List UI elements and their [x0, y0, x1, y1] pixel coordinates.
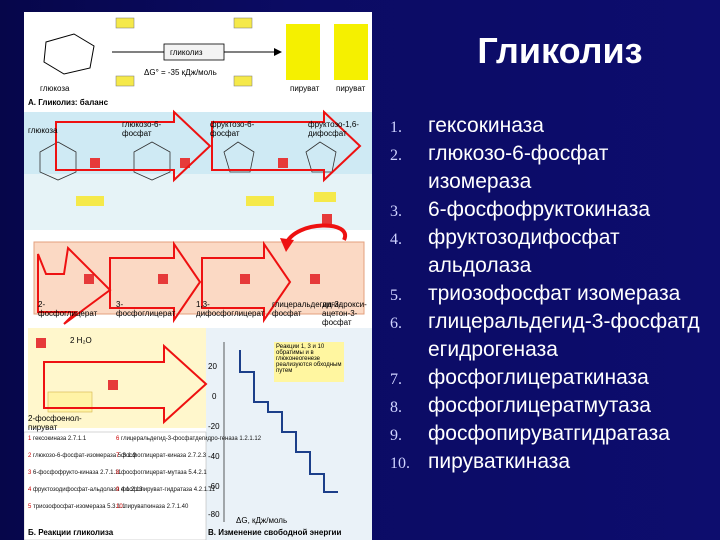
legend-text: гексокиназа 2.7.1.1	[33, 436, 87, 442]
legend-num: 1	[28, 436, 32, 442]
glucose-6p-label: глюкозо-6-фосфат	[122, 120, 162, 138]
energy-text: ΔG° = -35 кДж/моль	[144, 68, 217, 77]
legend-num: 4	[28, 487, 32, 493]
list-item: 4. фруктозодифосфат альдолаза	[390, 224, 710, 280]
y-tick-minus40: -40	[208, 452, 220, 461]
y-tick-minus80: -80	[208, 510, 220, 519]
pyruvate-label-1: пируват	[290, 84, 320, 93]
legend-item: 1 гексокиназа 2.7.1.1	[28, 436, 86, 442]
phosphoglycerate-3-label: 3-фосфоглицерат	[116, 300, 176, 318]
list-number: 3.	[390, 203, 402, 220]
legend-text: фосфоглицерат-киназа 2.7.2.3	[121, 453, 207, 459]
list-text: 6-фосфофруктокиназа	[428, 198, 651, 221]
glucose-top-label: глюкоза	[28, 126, 58, 135]
slide-title: Гликолиз	[477, 30, 643, 71]
legend-text: фосфопируват-гидратаза 4.2.1.11	[121, 487, 216, 493]
list-number: 2.	[390, 147, 402, 164]
list-text: фруктозодифосфат альдолаза	[428, 226, 620, 277]
list-number: 5.	[390, 287, 402, 304]
list-item: 7. фосфоглицераткиназа	[390, 364, 710, 392]
legend-item: 5 триозофосфат-изомераза 5.3.1.1	[28, 504, 125, 510]
list-text: фосфопируватгидратаза	[428, 422, 670, 445]
list-item: 5. триозофосфат изомераза	[390, 280, 710, 308]
legend-num: 8	[116, 470, 120, 476]
glucose-label: глюкоза	[40, 84, 70, 93]
free-energy-note: Реакции 1, 3 и 10 обратимы и в глюконеог…	[276, 344, 342, 374]
free-energy-caption: В. Изменение свободной энергии	[208, 528, 342, 537]
list-item: 10. пируваткиназа	[390, 448, 710, 476]
dihydroxyacetone-label: дигидрокси-ацетон-3-фосфат	[322, 300, 367, 327]
legend-num: 5	[28, 504, 32, 510]
y-tick-20: 20	[208, 362, 217, 371]
glycolysis-diagram: глюкоза гликолиз ΔG° = -35 кДж/моль пиру…	[24, 12, 372, 540]
legend-text: триозофосфат-изомераза 5.3.1.1	[33, 504, 126, 510]
list-number: 8.	[390, 399, 402, 416]
list-text: триозофосфат изомераза	[428, 282, 681, 305]
balance-caption: А. Гликолиз: баланс	[28, 98, 109, 107]
legend-num: 2	[28, 453, 32, 459]
list-item: 2. глюкозо-6-фосфат изомераза	[390, 140, 710, 196]
fructose-bp-label: фруктозо-1,6-дифосфат	[308, 120, 359, 138]
legend-item: 8 фосфоглицерат-мутаза 5.4.2.1	[116, 470, 207, 476]
y-tick-minus20: -20	[208, 422, 220, 431]
legend-item: 6 глицеральдегид-3-фосфатдегидро-геназа …	[116, 436, 261, 442]
legend-item: 9 фосфопируват-гидратаза 4.2.1.11	[116, 487, 215, 493]
list-text: пируваткиназа	[428, 450, 571, 473]
list-text: гексокиназа	[428, 114, 544, 137]
list-item: 6. глицеральдегид-3-фосфатдегидрогеназа	[390, 308, 710, 364]
phosphoenolpyruvate-label: 2-фосфоенол-пируват	[28, 414, 82, 432]
fructose-6p-label: фруктозо-6-фосфат	[210, 120, 255, 138]
legend-num: 7	[116, 453, 120, 459]
legend-num: 10	[116, 504, 123, 510]
glycolysis-diagram-graphic	[24, 12, 372, 540]
pyruvate-label-2: пируват	[336, 84, 366, 93]
legend-item: 4 фруктозодифосфат-альдолаза 4.1.2.13	[28, 487, 143, 493]
y-tick-0: 0	[212, 392, 217, 401]
legend-num: 3	[28, 470, 32, 476]
legend-text: 6-фосфофрукто-киназа 2.7.1.11	[33, 470, 122, 476]
legend-item: 10 пируваткиназа 2.7.1.40	[116, 504, 188, 510]
list-number: 7.	[390, 371, 402, 388]
list-number: 9.	[390, 427, 402, 444]
glycolysis-box-label: гликолиз	[170, 48, 203, 57]
enzyme-list: 1. гексокиназа 2. глюкозо-6-фосфат изомера…	[390, 112, 710, 476]
legend-text: пируваткиназа 2.7.1.40	[124, 504, 189, 510]
list-text: глицеральдегид-3-фосфатдегидрогеназа	[428, 310, 700, 361]
list-number: 1.	[390, 119, 402, 136]
list-text: фосфоглицераткиназа	[428, 366, 649, 389]
list-item: 1. гексокиназа	[390, 112, 710, 140]
bisphosphoglycerate-label: 1,3-дифосфоглицерат	[196, 300, 265, 318]
axis-label: ΔG, кДж/моль	[236, 516, 288, 525]
legend-text: глицеральдегид-3-фосфатдегидро-геназа 1.…	[121, 436, 262, 442]
phosphoglycerate-2-label: 2-фосфоглицерат	[38, 300, 98, 318]
list-item: 3. 6-фосфофруктокиназа	[390, 196, 710, 224]
list-number: 6.	[390, 315, 402, 332]
legend-text: глюкозо-6-фосфат-изомераза 5.3.1.9	[33, 453, 137, 459]
y-tick-minus60: -60	[208, 482, 220, 491]
list-item: 8. фосфоглицератмутаза	[390, 392, 710, 420]
legend-num: 9	[116, 487, 120, 493]
legend-num: 6	[116, 436, 120, 442]
list-number: 10.	[390, 455, 410, 472]
legend-item: 2 глюкозо-6-фосфат-изомераза 5.3.1.9	[28, 453, 136, 459]
list-text: глюкозо-6-фосфат изомераза	[428, 142, 609, 193]
water-label: 2 H₂O	[70, 336, 92, 345]
legend-item: 3 6-фосфофрукто-киназа 2.7.1.11	[28, 470, 121, 476]
legend-item: 7 фосфоглицерат-киназа 2.7.2.3	[116, 453, 206, 459]
list-item: 9. фосфопируватгидратаза	[390, 420, 710, 448]
glyceraldehyde-3p-label: глицеральдегид-3-фосфат	[272, 300, 342, 318]
list-text: фосфоглицератмутаза	[428, 394, 651, 417]
legend-text: фосфоглицерат-мутаза 5.4.2.1	[121, 470, 207, 476]
reactions-caption: Б. Реакции гликолиза	[28, 528, 114, 537]
list-number: 4.	[390, 231, 402, 248]
legend-text: фруктозодифосфат-альдолаза 4.1.2.13	[33, 487, 143, 493]
